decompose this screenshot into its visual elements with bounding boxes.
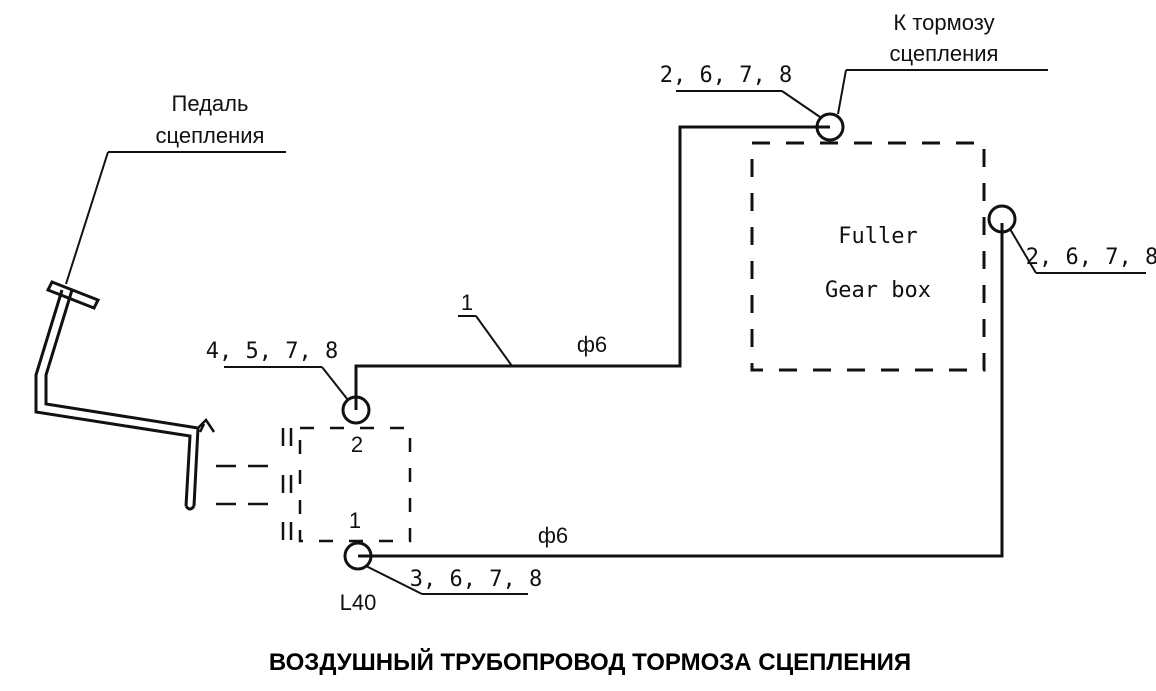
pipe-upper <box>354 125 830 410</box>
valve-side-marks <box>216 428 293 540</box>
left-fittings-leader <box>321 366 349 401</box>
clutch-pedal <box>34 280 216 511</box>
pipe-lower-diameter: ф6 <box>538 523 568 548</box>
to-brake-label-line2: сцепления <box>890 41 999 66</box>
left-fittings-label: 4, 5, 7, 8 <box>206 339 338 364</box>
pipe-upper-diameter: ф6 <box>577 332 607 357</box>
to-brake-leader <box>837 69 847 115</box>
pedal-leader-line <box>65 151 109 285</box>
top-fittings-label: 2, 6, 7, 8 <box>660 63 792 88</box>
right-fittings-leader <box>1009 228 1037 274</box>
valve-outline <box>298 426 412 543</box>
pedal-label-line2: сцепления <box>156 123 265 148</box>
gearbox-label-line1: Fuller <box>838 224 917 249</box>
pedal-label-line1: Педаль <box>172 91 249 116</box>
bottom-fittings-leader <box>365 565 423 595</box>
gearbox-label-line2: Gear box <box>825 278 931 303</box>
fitting-valve-top <box>341 395 371 425</box>
pipe-number-leader <box>475 315 513 367</box>
port-1-label: 1 <box>349 508 361 533</box>
fitting-valve-bottom <box>343 541 373 571</box>
diagram-title: ВОЗДУШНЫЙ ТРУБОПРОВОД ТОРМОЗА СЦЕПЛЕНИЯ <box>269 648 911 676</box>
pipe-number: 1 <box>461 290 473 315</box>
l40-label: L40 <box>340 590 377 615</box>
bottom-fittings-label: 3, 6, 7, 8 <box>410 567 542 592</box>
top-fittings-leader <box>781 90 821 118</box>
to-brake-label-line1: К тормозу <box>893 10 994 35</box>
fitting-gearbox-right <box>987 204 1017 234</box>
right-fittings-label: 2, 6, 7, 8 <box>1026 245 1156 270</box>
gearbox-outline <box>750 141 986 372</box>
fitting-gearbox-top <box>815 112 845 142</box>
pipe-lower <box>358 223 1004 558</box>
port-2-label: 2 <box>351 432 363 457</box>
